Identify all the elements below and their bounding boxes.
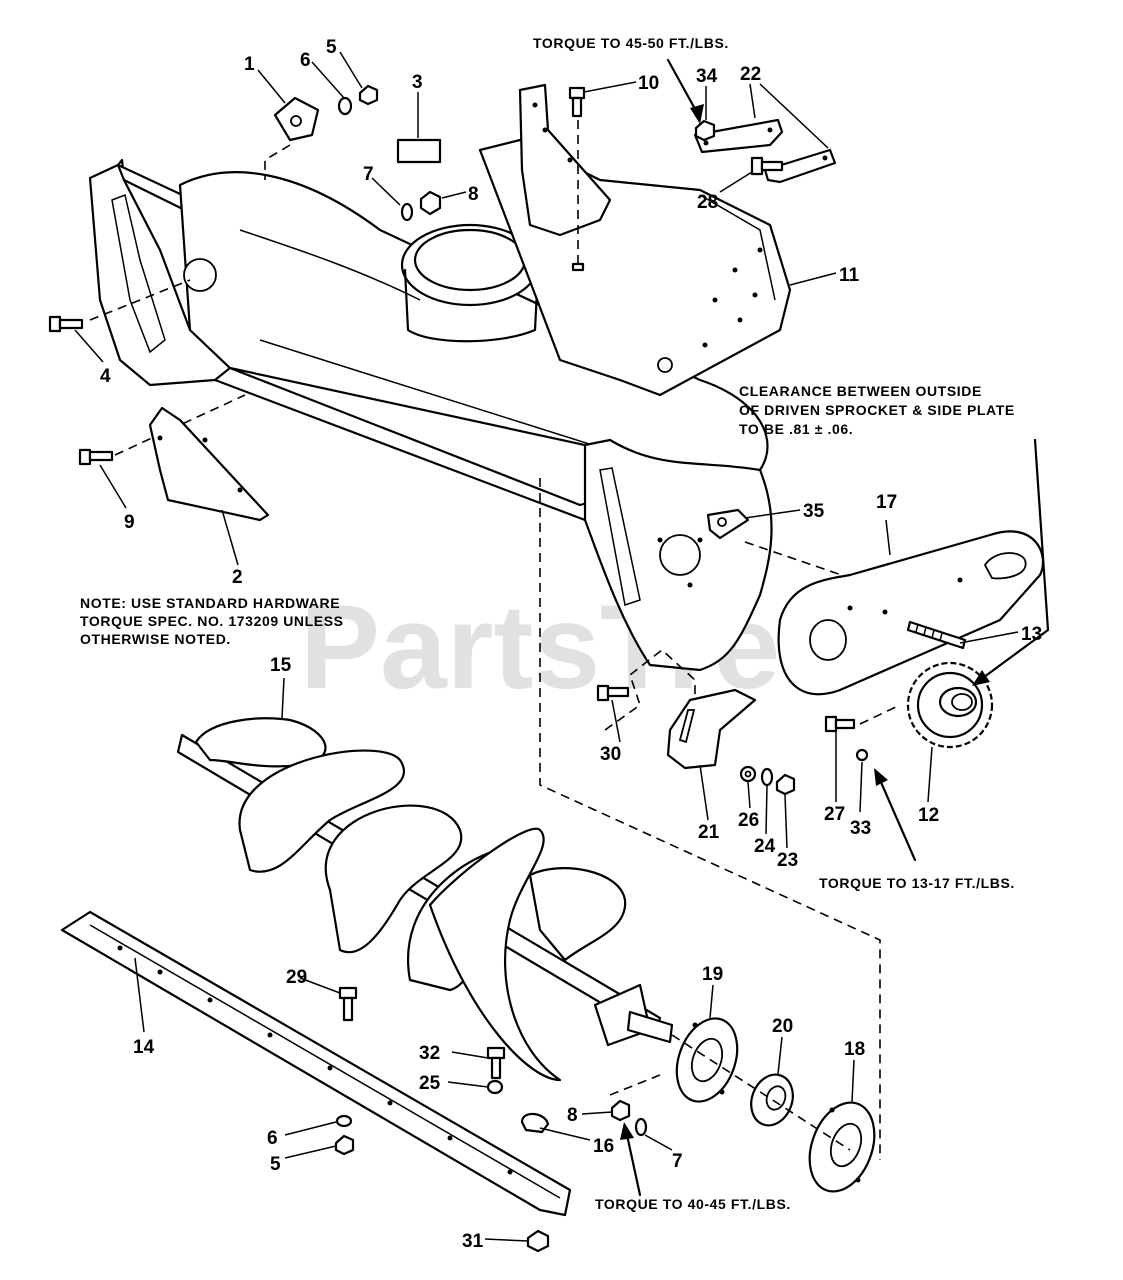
bearing-part-20 xyxy=(750,1073,794,1127)
gusset-bracket-part-2 xyxy=(148,406,270,522)
clearance-note-line-1: CLEARANCE BETWEEN OUTSIDE xyxy=(739,383,982,399)
callout-20: 20 xyxy=(772,1016,793,1037)
clearance-note-line-3: TO BE .81 ± .06. xyxy=(739,421,853,437)
callout-7-top: 7 xyxy=(363,164,374,185)
nut-part-8-bottom xyxy=(610,1099,631,1122)
torque-note-mid: TORQUE TO 13-17 FT./LBS. xyxy=(819,875,1015,891)
side-plate-part-17 xyxy=(777,530,1045,696)
hardware-note-line-2: TORQUE SPEC. NO. 173209 UNLESS xyxy=(80,613,344,629)
callout-15: 15 xyxy=(270,655,292,676)
skid-shoe-part-21 xyxy=(666,688,757,770)
callout-11: 11 xyxy=(839,265,860,286)
scraper-bar-part-14 xyxy=(60,910,572,1217)
nut-part-23 xyxy=(775,773,796,796)
washer-part-26 xyxy=(739,765,757,783)
decal-part-3 xyxy=(396,138,442,164)
callout-6-top: 6 xyxy=(300,50,311,71)
callout-18: 18 xyxy=(844,1039,865,1060)
lock-washer-part-7-top xyxy=(400,202,414,222)
callout-31: 31 xyxy=(462,1231,484,1252)
bolt-part-28 xyxy=(750,156,784,176)
nut-part-5-top xyxy=(358,84,379,106)
sprocket-part-12 xyxy=(906,661,994,749)
callout-32: 32 xyxy=(419,1043,440,1064)
callout-13: 13 xyxy=(1021,624,1042,645)
callout-4: 4 xyxy=(100,366,111,387)
bolt-part-29 xyxy=(338,986,358,1022)
auger-part-15 xyxy=(176,717,674,1082)
chute-support-bracket xyxy=(518,83,612,272)
nut-part-33 xyxy=(855,748,869,762)
clearance-arrow xyxy=(972,438,1050,686)
callout-27: 27 xyxy=(824,804,845,825)
callout-29: 29 xyxy=(286,967,307,988)
lock-washer-part-6-bottom xyxy=(335,1114,353,1128)
latch-part-35 xyxy=(706,508,750,540)
key-part-16 xyxy=(520,1112,550,1134)
callout-16: 16 xyxy=(593,1136,614,1157)
bolt-part-4 xyxy=(48,315,84,333)
bolt-part-27 xyxy=(824,715,856,733)
callout-21: 21 xyxy=(698,822,720,843)
nut-part-8-top xyxy=(419,190,442,216)
callout-30: 30 xyxy=(600,744,621,765)
callout-19: 19 xyxy=(702,964,723,985)
hardware-note-line-1: NOTE: USE STANDARD HARDWARE xyxy=(80,595,340,611)
nut-part-31 xyxy=(526,1229,550,1253)
callout-8-top: 8 xyxy=(468,184,479,205)
clearance-note-line-2: OF DRIVEN SPROCKET & SIDE PLATE xyxy=(739,402,1015,418)
callout-3: 3 xyxy=(412,72,423,93)
callout-26: 26 xyxy=(738,810,759,831)
hardware-note-line-3: OTHERWISE NOTED. xyxy=(80,631,231,647)
auger-housing xyxy=(88,138,792,672)
torque-arrow-top xyxy=(666,58,704,124)
lock-washer-part-7-bottom xyxy=(634,1117,648,1137)
torque-note-bottom: TORQUE TO 40-45 FT./LBS. xyxy=(595,1196,791,1212)
bolt-part-10 xyxy=(568,86,586,118)
lock-washer-part-24 xyxy=(760,767,774,787)
callout-28: 28 xyxy=(697,192,718,213)
bolt-part-9 xyxy=(78,448,114,466)
callout-5-top: 5 xyxy=(326,37,337,58)
washer-part-25 xyxy=(486,1079,504,1095)
callout-35: 35 xyxy=(803,501,825,522)
nut-part-34 xyxy=(694,119,716,142)
callout-numbers: 1 2 3 4 5 5 6 6 7 7 8 8 9 10 11 12 13 14… xyxy=(100,37,1042,1252)
torque-note-top: TORQUE TO 45-50 FT./LBS. xyxy=(533,35,729,51)
callout-14: 14 xyxy=(133,1037,155,1058)
callout-8-bottom: 8 xyxy=(567,1105,578,1126)
callout-1: 1 xyxy=(244,54,255,75)
bolt-part-30 xyxy=(596,684,630,702)
callout-22: 22 xyxy=(740,64,761,85)
callout-24: 24 xyxy=(754,836,776,857)
callout-12: 12 xyxy=(918,805,939,826)
callout-6-bottom: 6 xyxy=(267,1128,278,1149)
callout-25: 25 xyxy=(419,1073,441,1094)
callout-2: 2 xyxy=(232,567,243,588)
torque-arrow-bottom xyxy=(620,1122,642,1197)
callout-10: 10 xyxy=(638,73,659,94)
callout-33: 33 xyxy=(850,818,871,839)
bearing-flange-part-19 xyxy=(675,1017,739,1103)
bolt-part-32 xyxy=(486,1046,506,1080)
callout-17: 17 xyxy=(876,492,897,513)
callout-34: 34 xyxy=(696,66,718,87)
callout-5-bottom: 5 xyxy=(270,1154,281,1175)
bearing-flange-part-18 xyxy=(808,1101,876,1193)
stud-part-13 xyxy=(906,620,967,650)
leader-lines xyxy=(74,51,1019,1242)
torque-arrow-mid xyxy=(874,768,917,862)
callout-23: 23 xyxy=(777,850,798,871)
nut-part-5-bottom xyxy=(334,1134,355,1156)
washer-part-6-top xyxy=(337,96,353,116)
link-plates-part-22 xyxy=(693,118,837,184)
bearing-flange-part-1 xyxy=(273,96,320,142)
watermark: PartsTree xyxy=(300,580,847,714)
callout-7-bottom: 7 xyxy=(672,1151,683,1172)
callout-9: 9 xyxy=(124,512,135,533)
